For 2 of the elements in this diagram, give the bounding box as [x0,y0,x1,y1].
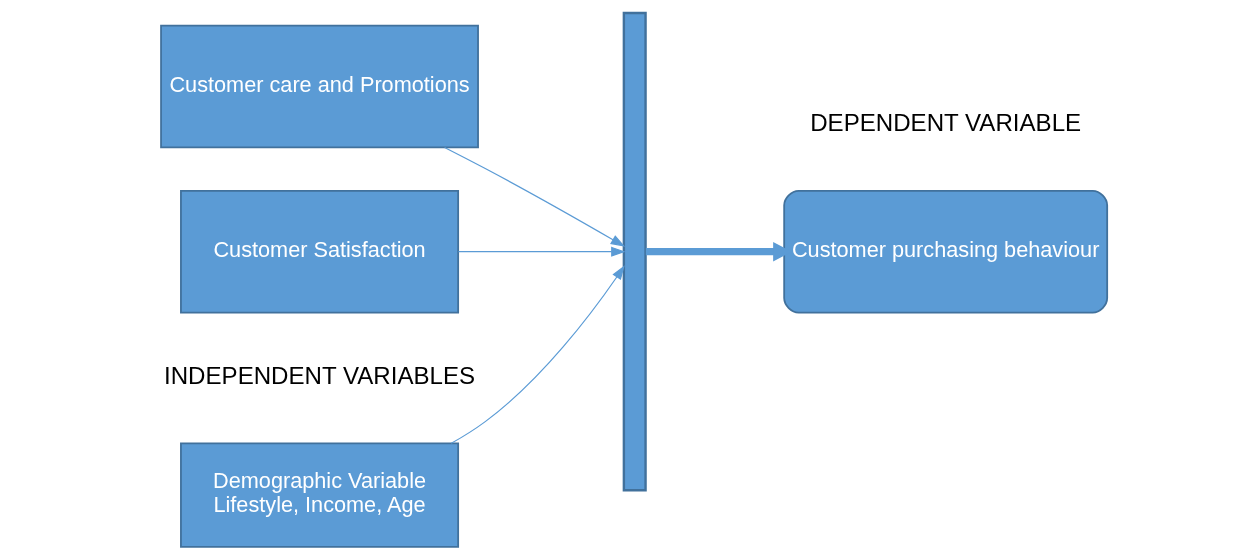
label: DEPENDENT VARIABLE [809,109,1081,137]
label: INDEPENDENT VARIABLES [163,362,475,390]
